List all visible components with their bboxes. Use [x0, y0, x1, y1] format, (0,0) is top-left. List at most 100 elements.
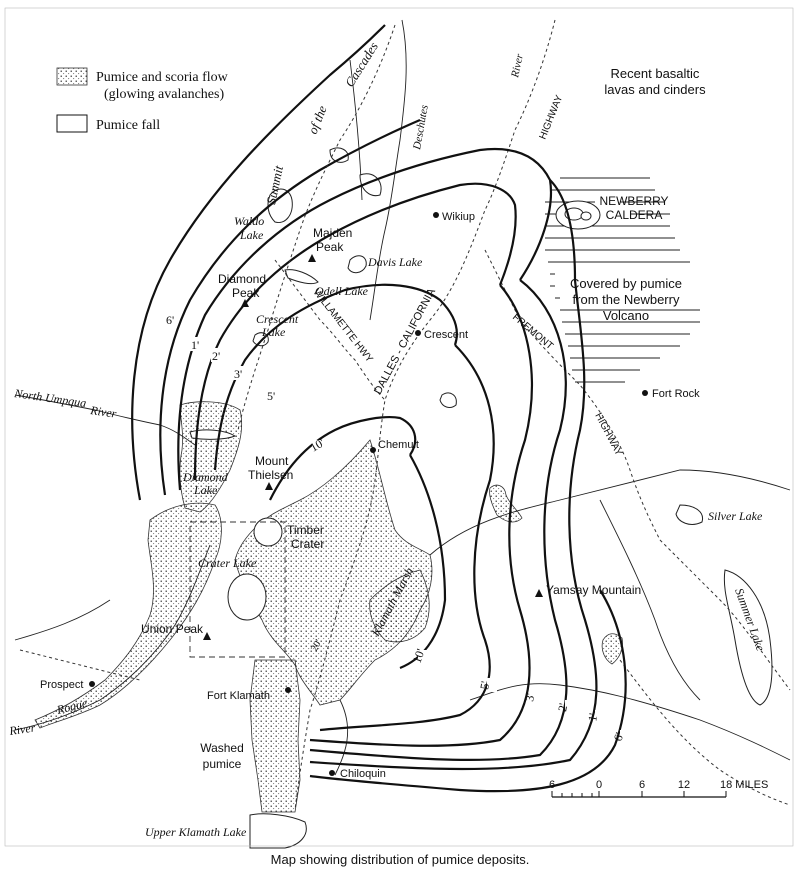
north-umpqua-label-2: River — [89, 403, 118, 421]
union-peak-triangle — [203, 632, 211, 640]
south-road — [619, 659, 791, 806]
drainage-sprague — [599, 499, 701, 701]
isopach-10ft — [269, 416, 417, 501]
pumice-flow-deposits — [34, 401, 623, 813]
covered-label-1: Covered by pumice — [570, 276, 682, 291]
mount-thielsen-triangle — [265, 482, 273, 490]
chemult-label: Chemult — [378, 439, 419, 451]
scale-label-3: 12 — [678, 779, 690, 791]
north-umpqua-label-1: North Umpqua — [13, 386, 88, 410]
union-peak-label: Union Peak — [141, 622, 204, 636]
diamond-lake-flow — [179, 401, 243, 513]
map-caption: Map showing distribution of pumice depos… — [270, 852, 530, 867]
waldo-lake-label-1: Waldo — [234, 214, 264, 228]
prospect-label: Prospect — [40, 679, 83, 691]
willamette-highway — [274, 259, 386, 401]
chemult-dot — [370, 447, 376, 453]
dalles-california-highway — [294, 19, 556, 811]
prospect-dot — [89, 681, 95, 687]
newberry-label-1: NEWBERRY — [599, 194, 668, 208]
deschutes-label-1: Deschutes — [411, 104, 431, 152]
lakes — [189, 147, 773, 849]
place-labels: Wikiup Majden Peak Diamond Peak Crescent… — [40, 211, 700, 780]
chiloquin-dot — [329, 770, 335, 776]
williamson-river — [334, 699, 349, 776]
scale-label-0: 6 — [549, 779, 555, 791]
cascades-summit-line — [237, 24, 396, 431]
crater-lake-park-outline — [189, 521, 286, 658]
mount-thielsen-label-1: Mount — [255, 454, 289, 468]
odell-lake-shape — [284, 269, 319, 285]
rogue-river — [14, 544, 211, 731]
yamsay-flow-1 — [489, 484, 523, 523]
rogue-river-label-2: River — [7, 720, 36, 738]
washed-pumice-label-1: Washed — [200, 741, 244, 755]
highway-south-label: HIGHWAY — [592, 411, 624, 458]
yamsay-flow-2 — [601, 633, 623, 665]
crater-lake-label: Crater Lake — [198, 556, 257, 570]
west-road — [19, 649, 141, 681]
isopach-labels: 6' 1' 2' 3' 5' 10' 10' 5' 3' 2' 1' 6' 20… — [165, 312, 632, 744]
rogue-valley-flow — [34, 502, 222, 729]
region-labels: Recent basaltic lavas and cinders NEWBER… — [200, 66, 706, 771]
fremont-label: FREMONT — [510, 312, 555, 352]
isopach-label-2ft-south: 2' — [555, 702, 570, 712]
map-frame — [4, 7, 794, 847]
isopach-5ft — [213, 283, 458, 471]
mount-thielsen-label-2: Thielsen — [248, 468, 293, 482]
diamond-lake-label-2: Lake — [193, 483, 218, 497]
yamsay-mountain-triangle — [535, 589, 543, 597]
deschutes-label-2: River — [509, 52, 526, 79]
isopach-2ft-south — [309, 279, 568, 762]
dalles-california-label: DALLES - CALIFORNIA — [372, 286, 438, 396]
legend: Pumice and scoria flow (glowing avalanch… — [56, 67, 229, 133]
washed-pumice-label-2: pumice — [203, 757, 242, 771]
waldo-lake-shape — [267, 188, 293, 224]
map-canvas: Pumice and scoria flow (glowing avalanch… — [4, 7, 794, 849]
diamond-lake-shape — [189, 429, 237, 440]
crescent-label: Crescent — [424, 329, 468, 341]
isopach-label-2ft: 2' — [212, 349, 220, 363]
diamond-lake-label-1: Diamond — [182, 470, 229, 484]
covered-label-3: Volcano — [603, 308, 649, 323]
scale-label-4: 18 MILES — [720, 779, 768, 791]
scale-label-2: 6 — [639, 779, 645, 791]
washed-pumice-flow — [249, 659, 301, 813]
east-road — [659, 539, 791, 691]
maiden-peak-label-1: Majden — [313, 226, 352, 240]
isopach-label-3ft: 3' — [234, 367, 242, 381]
waldo-lake-label-2: Lake — [239, 228, 264, 242]
markers — [89, 212, 648, 776]
isopach-6ft-south — [309, 589, 627, 793]
fort-klamath-dot — [285, 687, 291, 693]
scale-label-1: 0 — [596, 779, 602, 791]
wikiup-dot — [433, 212, 439, 218]
silver-lake-label: Silver Lake — [708, 509, 763, 523]
davis-lake-label: Davis Lake — [367, 255, 423, 269]
drainage-east — [429, 469, 791, 556]
maiden-peak-label-2: Peak — [316, 240, 344, 254]
basaltic-label-1: Recent basaltic — [611, 66, 700, 81]
fort-rock-dot — [642, 390, 648, 396]
crescent-dot — [415, 330, 421, 336]
legend-label-pumice-flow: Pumice and scoria flow — [96, 70, 229, 85]
isopach-label-6ft-north: 6' — [166, 313, 174, 327]
wikiup-label: Wikiup — [442, 211, 475, 223]
isopach-label-1ft-south: 1' — [585, 712, 600, 722]
crater-lake — [227, 573, 267, 621]
isopach-label-3ft-south: 3' — [522, 692, 537, 702]
crescent-lake-label-2: Lake — [261, 325, 286, 339]
legend-swatch-pumice-fall — [56, 114, 88, 133]
davis-lake-shape — [347, 255, 367, 274]
timber-crater-label-1: Timber — [287, 523, 324, 537]
odell-lake-label: Odell Lake — [315, 284, 369, 298]
covered-label-2: from the Newberry — [573, 292, 680, 307]
isopach-label-20ft: 20' — [309, 638, 325, 654]
east-lake — [580, 211, 592, 221]
highway-north-label: HIGHWAY — [538, 93, 566, 141]
silver-lake-shape — [675, 504, 704, 525]
deschutes-river — [369, 19, 407, 321]
willamette-hwy-label: WILLAMETTE HWY — [311, 287, 375, 365]
legend-swatch-pumice-flow — [56, 67, 88, 86]
